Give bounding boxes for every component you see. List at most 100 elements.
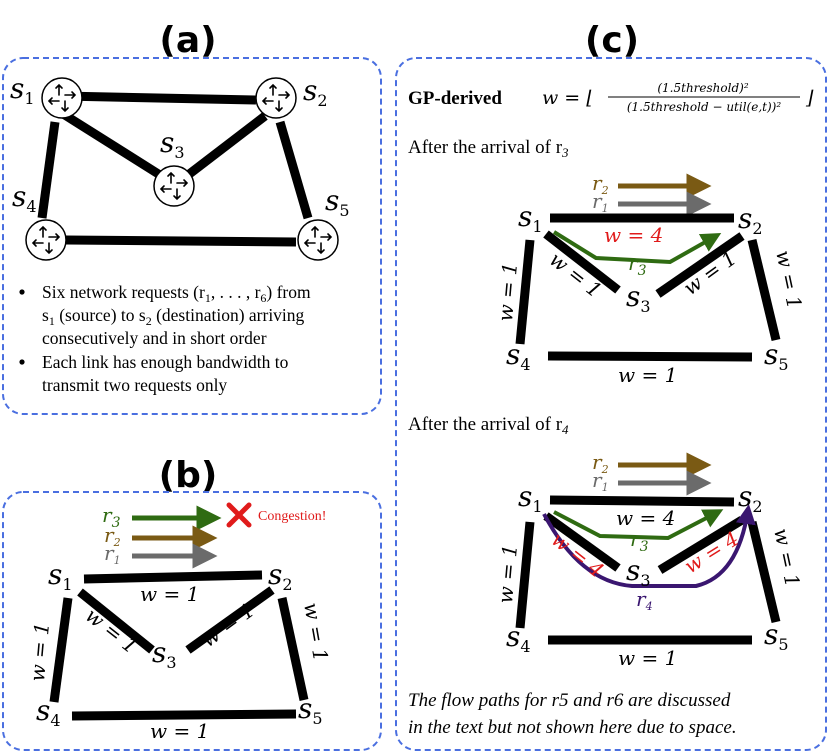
link-s2-s5 [747,238,781,342]
footnote-line-1: The flow paths for r5 and r6 are discuss… [408,690,731,711]
link-s1-s4 [515,521,535,629]
link-s3-s2 [185,112,268,179]
weight-s1-s2: w = 1 [140,582,199,606]
panel-a-bullets: Six network requests (r1, . . . , r6) fr… [19,282,311,395]
c2-path-r4 [542,504,756,588]
node-label-s5: s5 [298,692,323,728]
formula-numerator: (1.5threshold)² [657,81,748,95]
panel-a-box [2,57,382,415]
node-label-s1: s1 [10,72,35,108]
c1-weight-s4-s5: w = 1 [618,363,677,387]
node-label-s3: s3 [160,126,185,162]
gp-derived-label: GP-derived [408,88,502,109]
request-r2-label: r2 [104,523,121,549]
c1-path-r3-label: r3 [628,251,647,279]
after-r4-heading: After the arrival of r4 [408,414,569,437]
weight-s1-s4: w = 1 [25,621,54,682]
c2-weight-s1-s4: w = 1 [493,543,522,604]
node-label-s3: s3 [626,280,651,316]
node-label-s3: s3 [626,554,651,590]
c1-path-r3 [552,230,722,265]
node-label-s5: s5 [764,338,789,374]
link-s3-s2 [185,586,275,654]
panel-a: (a) s1 s2 s3 s4 s5 Six network requests … [2,20,382,415]
c1-weight-s1-s4: w = 1 [493,261,522,322]
link-s2-s5 [275,120,313,220]
node-label-s4: s4 [36,694,61,730]
node-label-s1: s1 [48,558,73,594]
c1-request-r1-label: r1 [592,189,609,215]
weight-s3-s2: w = 1 [197,598,259,652]
link-s1-s4 [515,239,535,345]
node-label-s3: s3 [152,636,177,672]
c2-path-r3 [553,509,724,541]
link-s4-s5 [65,235,297,247]
router-s1-icon [41,77,83,119]
c1-request-r2-label: r2 [592,171,609,197]
c2-weight-top: w = 4 [616,506,675,530]
footnote-line-2: in the text but not shown here due to sp… [408,717,737,738]
c2-weight-s4-s5: w = 1 [618,646,677,670]
node-label-s5: s5 [325,184,350,220]
weight-s2-s5: w = 1 [299,601,333,664]
c2-weight-s2-s5: w = 1 [769,526,805,589]
link-s1-s4 [49,597,73,703]
c2-links [515,495,781,645]
node-label-s2: s2 [303,74,328,110]
link-s3-s2 [657,516,745,574]
c1-links [515,213,781,362]
panel-a-title: (a) [159,20,216,61]
bullet-line-3: consecutively and in short order [42,328,267,348]
bullet-dot [19,289,25,295]
bullet-line-1: Six network requests (r1, . . . , r6) fr… [42,282,311,305]
panel-a-links [37,91,313,247]
bullet-line-5: transmit two requests only [42,375,227,395]
request-r3-label: r3 [102,503,121,531]
link-s1-s3 [77,588,155,654]
link-s1-s2 [61,91,257,105]
link-s1-s3 [543,230,621,294]
node-label-s2: s2 [738,480,763,516]
link-s3-s2 [655,232,745,298]
bullet-dot [19,359,25,365]
link-s1-s4 [37,121,60,219]
panel-c-box [395,57,827,751]
formula-rhs: ⌋ [805,87,814,109]
node-label-s5: s5 [764,618,789,654]
c2-request-r1-label: r1 [592,468,609,494]
link-s2-s5 [747,520,781,624]
formula-lhs: w = ⌊ [542,87,594,109]
router-s5-icon [297,219,339,261]
link-s2-s5 [277,597,309,701]
link-s1-s2 [83,570,263,584]
node-label-s4: s4 [12,180,37,216]
link-s1-s2 [549,495,735,507]
panel-b-links [49,570,309,721]
c1-weight-top: w = 4 [604,223,663,247]
node-label-s4: s4 [506,338,531,374]
router-s3-icon [153,165,195,207]
node-label-s2: s2 [268,558,293,594]
weight-s4-s5: w = 1 [150,719,209,743]
node-label-s2: s2 [738,202,763,238]
panel-b: (b) r3 Congestion! r2 r1 s1 s2 s3 s4 s5 [2,455,382,751]
c2-path-r4-label: r4 [636,587,653,613]
c1-weight-s2-s5: w = 1 [771,248,807,311]
after-r3-heading: After the arrival of r3 [408,137,569,160]
panel-b-title: (b) [159,455,218,496]
link-s1-s3 [57,108,163,179]
c2-request-r2-label: r2 [592,450,609,476]
router-s4-icon [25,219,67,261]
bullet-line-4: Each link has enough bandwidth to [42,352,289,372]
node-label-s1: s1 [518,200,543,236]
panel-c-title: (c) [585,20,639,61]
panel-c: (c) GP-derived w = ⌊ (1.5threshold)² (1.… [395,20,827,751]
node-label-s4: s4 [506,620,531,656]
link-s4-s5 [71,709,297,721]
congestion-label: Congestion! [258,509,326,524]
link-s1-s3 [543,512,621,572]
bullet-line-2: s1 (source) to s2 (destination) arriving [42,305,305,328]
request-r1-label: r1 [104,541,121,567]
c2-path-r3-label: r3 [630,527,649,555]
